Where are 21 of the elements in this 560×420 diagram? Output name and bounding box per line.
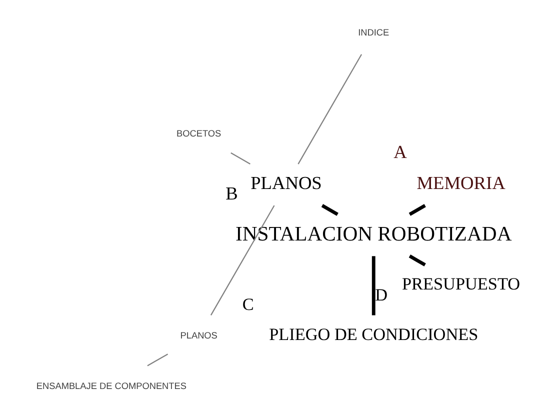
- connector: [320, 204, 338, 216]
- node-label: A: [393, 142, 406, 162]
- node-text: PRESUPUESTO: [401, 274, 520, 294]
- connector: [146, 354, 168, 366]
- connector: [408, 254, 426, 266]
- node-label: B: [225, 183, 238, 204]
- connector: [230, 152, 250, 164]
- node-text: MEMORIA: [416, 173, 505, 194]
- node-text: INDICE: [358, 28, 389, 38]
- connector: [210, 205, 274, 316]
- node-text: INSTALACION ROBOTIZADA: [235, 223, 512, 246]
- node-text: ENSAMBLAJE DE COMPONENTES: [36, 380, 186, 391]
- node-text: PLANOS: [180, 330, 217, 340]
- node-label: C: [242, 294, 254, 314]
- connector: [297, 54, 362, 164]
- node-text: PLANOS: [250, 173, 322, 194]
- connector: [408, 204, 426, 216]
- node-text: BOCETOS: [176, 128, 221, 138]
- connector: [371, 256, 375, 316]
- node-label: D: [374, 286, 388, 305]
- node-text: PLIEGO DE CONDICIONES: [268, 325, 478, 344]
